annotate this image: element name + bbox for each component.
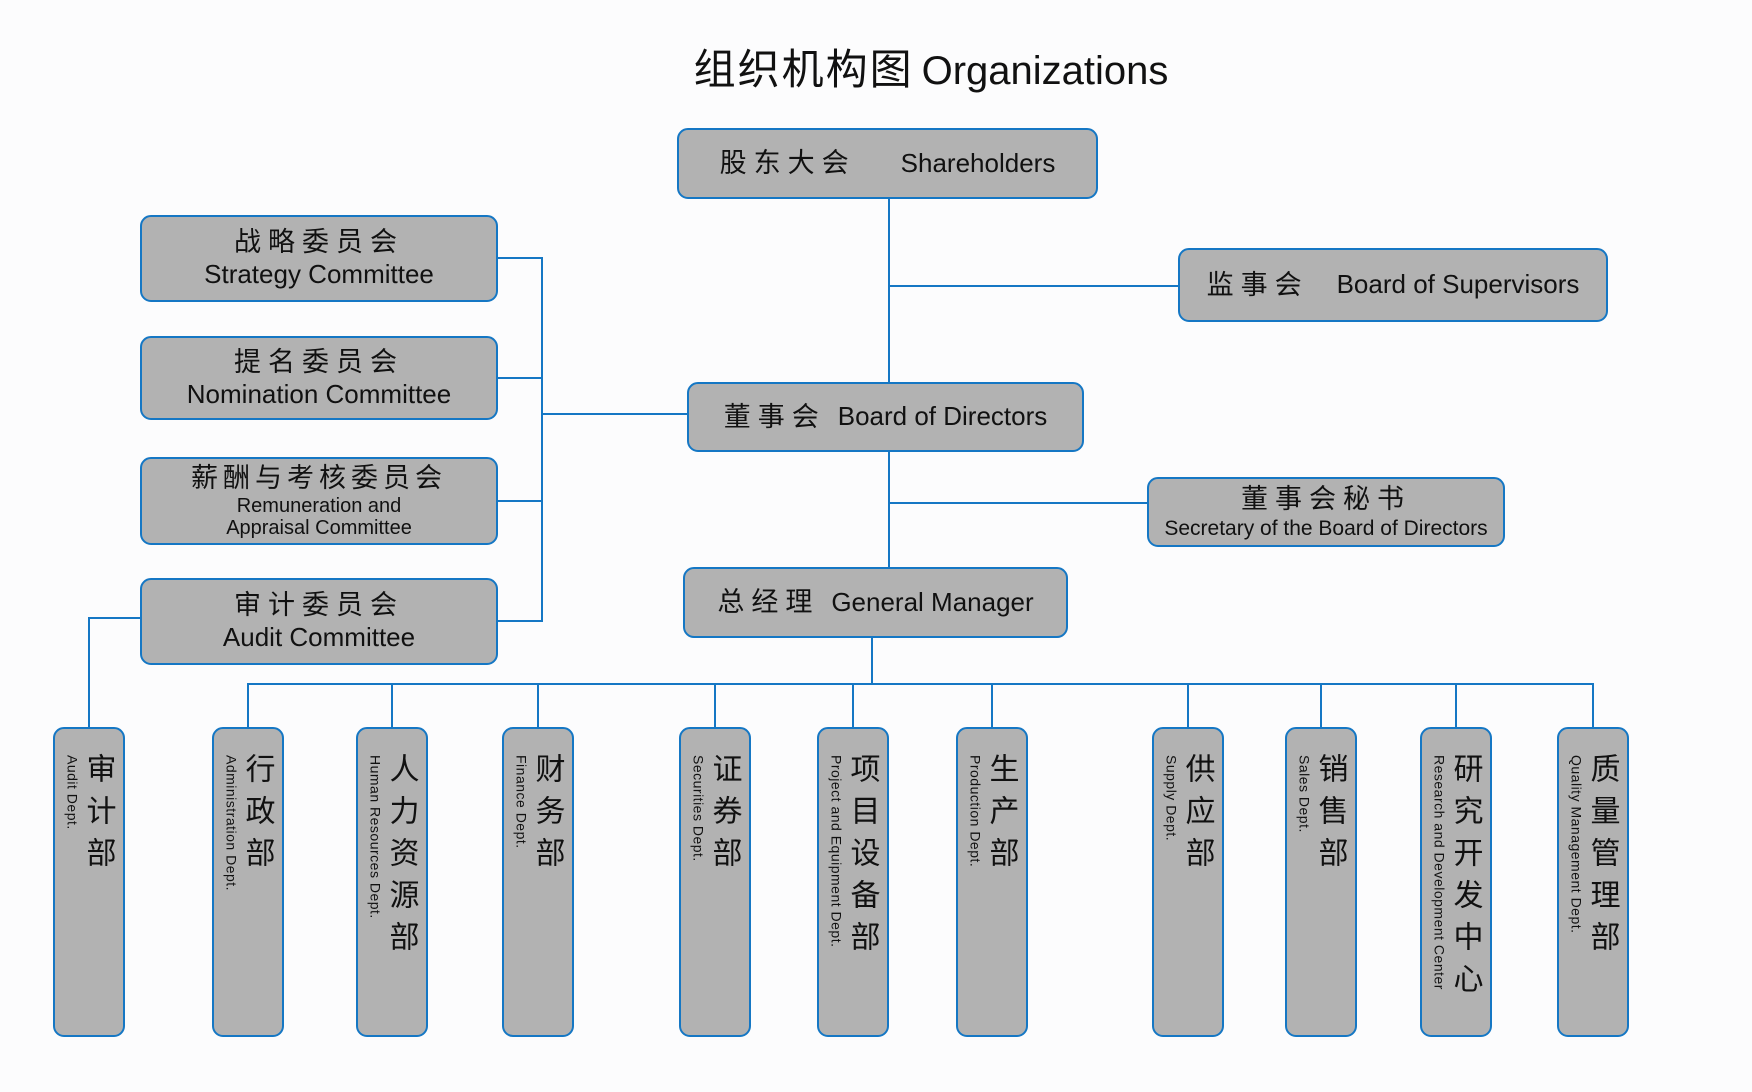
dept-quality-label-zh: 质量管理部 (1585, 753, 1619, 963)
dept-administration: Administration Dept. 行政部 (212, 727, 284, 1037)
connector-shareholders-directors (888, 199, 890, 382)
dept-supply: Supply Dept. 供应部 (1152, 727, 1224, 1037)
dept-production-label-en: Production Dept. (967, 755, 984, 868)
drop-finance (537, 683, 539, 727)
drop-supply (1187, 683, 1189, 727)
stub-strategy (498, 257, 542, 259)
stub-audit-committee (498, 620, 542, 622)
dept-rd-label-en: Research and Development Center (1431, 755, 1448, 990)
dept-securities-label-zh: 证券部 (707, 753, 741, 879)
dept-quality-label-en: Quality Management Dept. (1568, 755, 1585, 934)
dept-finance-label-en: Finance Dept. (513, 755, 530, 849)
stub-nomination (498, 377, 542, 379)
gm-label-en: General Manager (831, 586, 1034, 617)
drop-production (991, 683, 993, 727)
secretary-label-zh: 董事会秘书 (1241, 483, 1411, 514)
dept-finance: Finance Dept. 财务部 (502, 727, 574, 1037)
supervisors-label-zh: 监事会 (1206, 269, 1309, 300)
connector-supervisors (889, 285, 1178, 287)
node-audit-committee: 审计委员会 Audit Committee (140, 578, 498, 665)
dept-audit-label-zh: 审计部 (81, 753, 115, 879)
secretary-label-en: Secretary of the Board of Directors (1164, 516, 1488, 540)
dept-sales-label-zh: 销售部 (1313, 753, 1347, 879)
dept-quality-management: Quality Management Dept. 质量管理部 (1557, 727, 1629, 1037)
dept-audit: Audit Dept. 审计部 (53, 727, 125, 1037)
dept-audit-label-en: Audit Dept. (64, 755, 81, 830)
dept-supply-label-en: Supply Dept. (1163, 755, 1180, 842)
dept-project-equipment: Project and Equipment Dept. 项目设备部 (817, 727, 889, 1037)
node-board-of-directors: 董事会 Board of Directors (687, 382, 1084, 452)
supervisors-label-en: Board of Supervisors (1336, 269, 1580, 300)
drop-rd (1455, 683, 1457, 727)
dept-project-label-en: Project and Equipment Dept. (828, 755, 845, 948)
remuneration-label-en2: Appraisal Committee (226, 517, 412, 540)
node-secretary: 董事会秘书 Secretary of the Board of Director… (1147, 477, 1505, 547)
connector-directors-gm (888, 452, 890, 567)
node-remuneration-committee: 薪酬与考核委员会 Remuneration and Appraisal Comm… (140, 457, 498, 545)
directors-label-en: Board of Directors (837, 401, 1048, 432)
node-shareholders: 股东大会 Shareholders (677, 128, 1098, 199)
dept-human-resources: Human Resources Dept. 人力资源部 (356, 727, 428, 1037)
node-strategy-committee: 战略委员会 Strategy Committee (140, 215, 498, 302)
drop-administration (247, 683, 249, 727)
stub-audit-committee-left (88, 617, 140, 619)
nomination-label-zh: 提名委员会 (234, 346, 404, 377)
remuneration-label-en1: Remuneration and (236, 495, 402, 518)
committee-spine (541, 257, 543, 622)
strategy-label-en: Strategy Committee (204, 259, 434, 290)
distribution-line (247, 683, 1594, 685)
dept-project-label-zh: 项目设备部 (845, 753, 879, 963)
shareholders-label-zh: 股东大会 (719, 148, 856, 179)
node-supervisors: 监事会 Board of Supervisors (1178, 248, 1608, 322)
dept-sales: Sales Dept. 销售部 (1285, 727, 1357, 1037)
directors-label-zh: 董事会 (723, 401, 826, 432)
dept-administration-label-zh: 行政部 (240, 753, 274, 879)
dept-rd-label-zh: 研究开发中心 (1448, 753, 1482, 1005)
gm-label-zh: 总经理 (717, 587, 820, 618)
audit-committee-label-zh: 审计委员会 (234, 590, 404, 621)
nomination-label-en: Nomination Committee (186, 378, 452, 409)
stub-remuneration (498, 500, 542, 502)
drop-project (852, 683, 854, 727)
drop-sales (1320, 683, 1322, 727)
dept-supply-label-zh: 供应部 (1180, 753, 1214, 879)
dept-securities-label-en: Securities Dept. (690, 755, 707, 862)
dept-administration-label-en: Administration Dept. (223, 755, 240, 892)
remuneration-label-zh: 薪酬与考核委员会 (191, 463, 447, 494)
dept-production-label-zh: 生产部 (984, 753, 1018, 879)
dept-production: Production Dept. 生产部 (956, 727, 1028, 1037)
dept-hr-label-en: Human Resources Dept. (367, 755, 384, 919)
dept-securities: Securities Dept. 证券部 (679, 727, 751, 1037)
shareholders-label-en: Shareholders (900, 147, 1056, 178)
node-nomination-committee: 提名委员会 Nomination Committee (140, 336, 498, 420)
dept-sales-label-en: Sales Dept. (1296, 755, 1313, 833)
drop-gm (871, 638, 873, 683)
page-title-en: Organizations (921, 49, 1169, 93)
drop-quality (1592, 683, 1594, 727)
connector-committees-directors (541, 413, 687, 415)
dept-hr-label-zh: 人力资源部 (384, 753, 418, 963)
strategy-label-zh: 战略委员会 (234, 227, 404, 258)
drop-audit-dept (88, 617, 90, 727)
dept-rd-center: Research and Development Center 研究开发中心 (1420, 727, 1492, 1037)
connector-secretary (889, 502, 1147, 504)
page-title-zh: 组织机构图 (693, 46, 914, 93)
audit-committee-label-en: Audit Committee (222, 622, 416, 653)
drop-hr (391, 683, 393, 727)
node-general-manager: 总经理 General Manager (683, 567, 1068, 638)
dept-finance-label-zh: 财务部 (530, 753, 564, 879)
drop-securities (714, 683, 716, 727)
